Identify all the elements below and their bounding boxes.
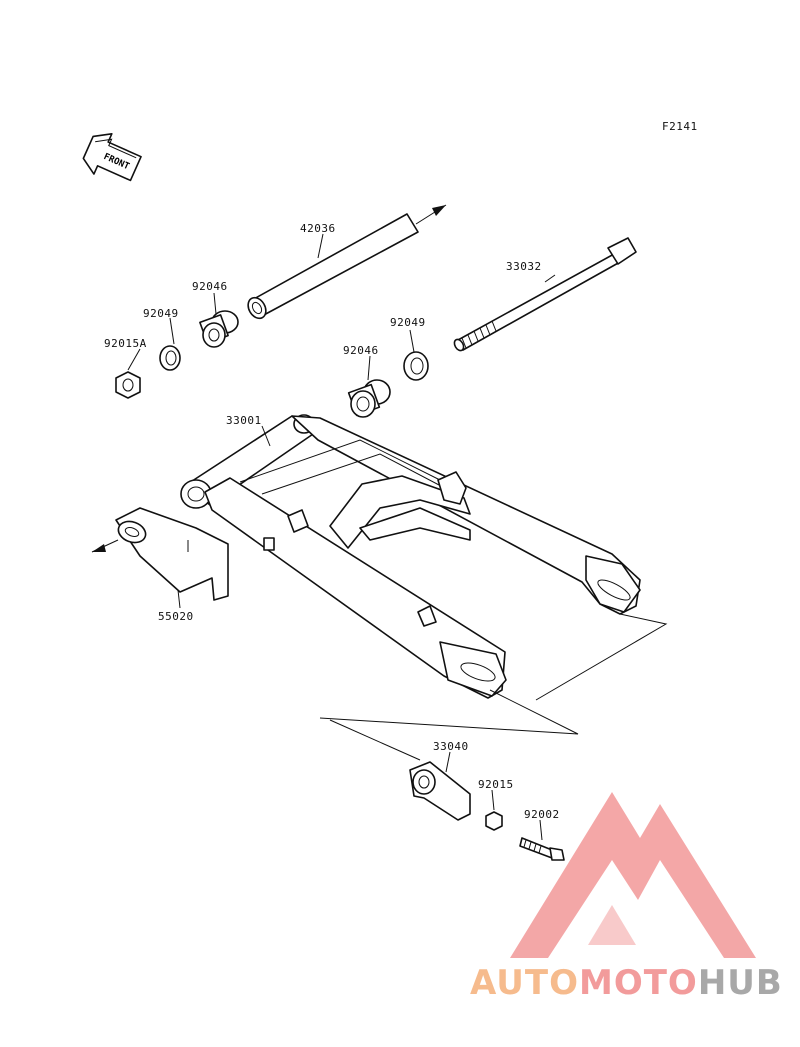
label-42036: 42036: [300, 222, 336, 235]
label-92046-top: 92046: [192, 280, 228, 293]
part-55020-chainguard: [91, 507, 229, 609]
label-92049-right: 92049: [390, 316, 426, 329]
part-92002-bolt: [519, 819, 565, 861]
label-33001: 33001: [226, 414, 262, 427]
diagram-code: F2141: [662, 120, 698, 133]
part-33001-swingarm: [180, 414, 641, 699]
part-92046-bearing-left: [199, 292, 239, 348]
label-92015A: 92015A: [104, 337, 147, 350]
label-33040: 33040: [433, 740, 469, 753]
part-42036-sleeve: [247, 204, 447, 320]
part-92015A-nut: [115, 348, 141, 399]
watermark-word-moto: MOTO: [579, 963, 698, 1003]
part-33040-adjuster: [409, 751, 471, 821]
part-33032-shaft: [453, 237, 637, 352]
part-92046-bearing-right: [347, 355, 391, 418]
watermark-text: AUTOMOTOHUB: [470, 963, 783, 1003]
part-92049-seal-right: [403, 329, 429, 381]
watermark-word-auto: AUTO: [470, 963, 579, 1003]
part-92049-seal-left: [159, 317, 181, 371]
part-92015-nut: [485, 789, 503, 831]
watermark-word-hub: HUB: [698, 963, 783, 1003]
watermark-logo: [510, 792, 756, 958]
label-92049-left: 92049: [143, 307, 179, 320]
assembly-guide-lines: [319, 613, 668, 761]
label-92046-right: 92046: [343, 344, 379, 357]
label-92015: 92015: [478, 778, 514, 791]
label-55020: 55020: [158, 610, 194, 623]
logo-triangle-icon: [510, 792, 756, 958]
label-33032: 33032: [506, 260, 542, 273]
front-arrow-icon: FRONT: [82, 133, 142, 182]
label-92002: 92002: [524, 808, 560, 821]
